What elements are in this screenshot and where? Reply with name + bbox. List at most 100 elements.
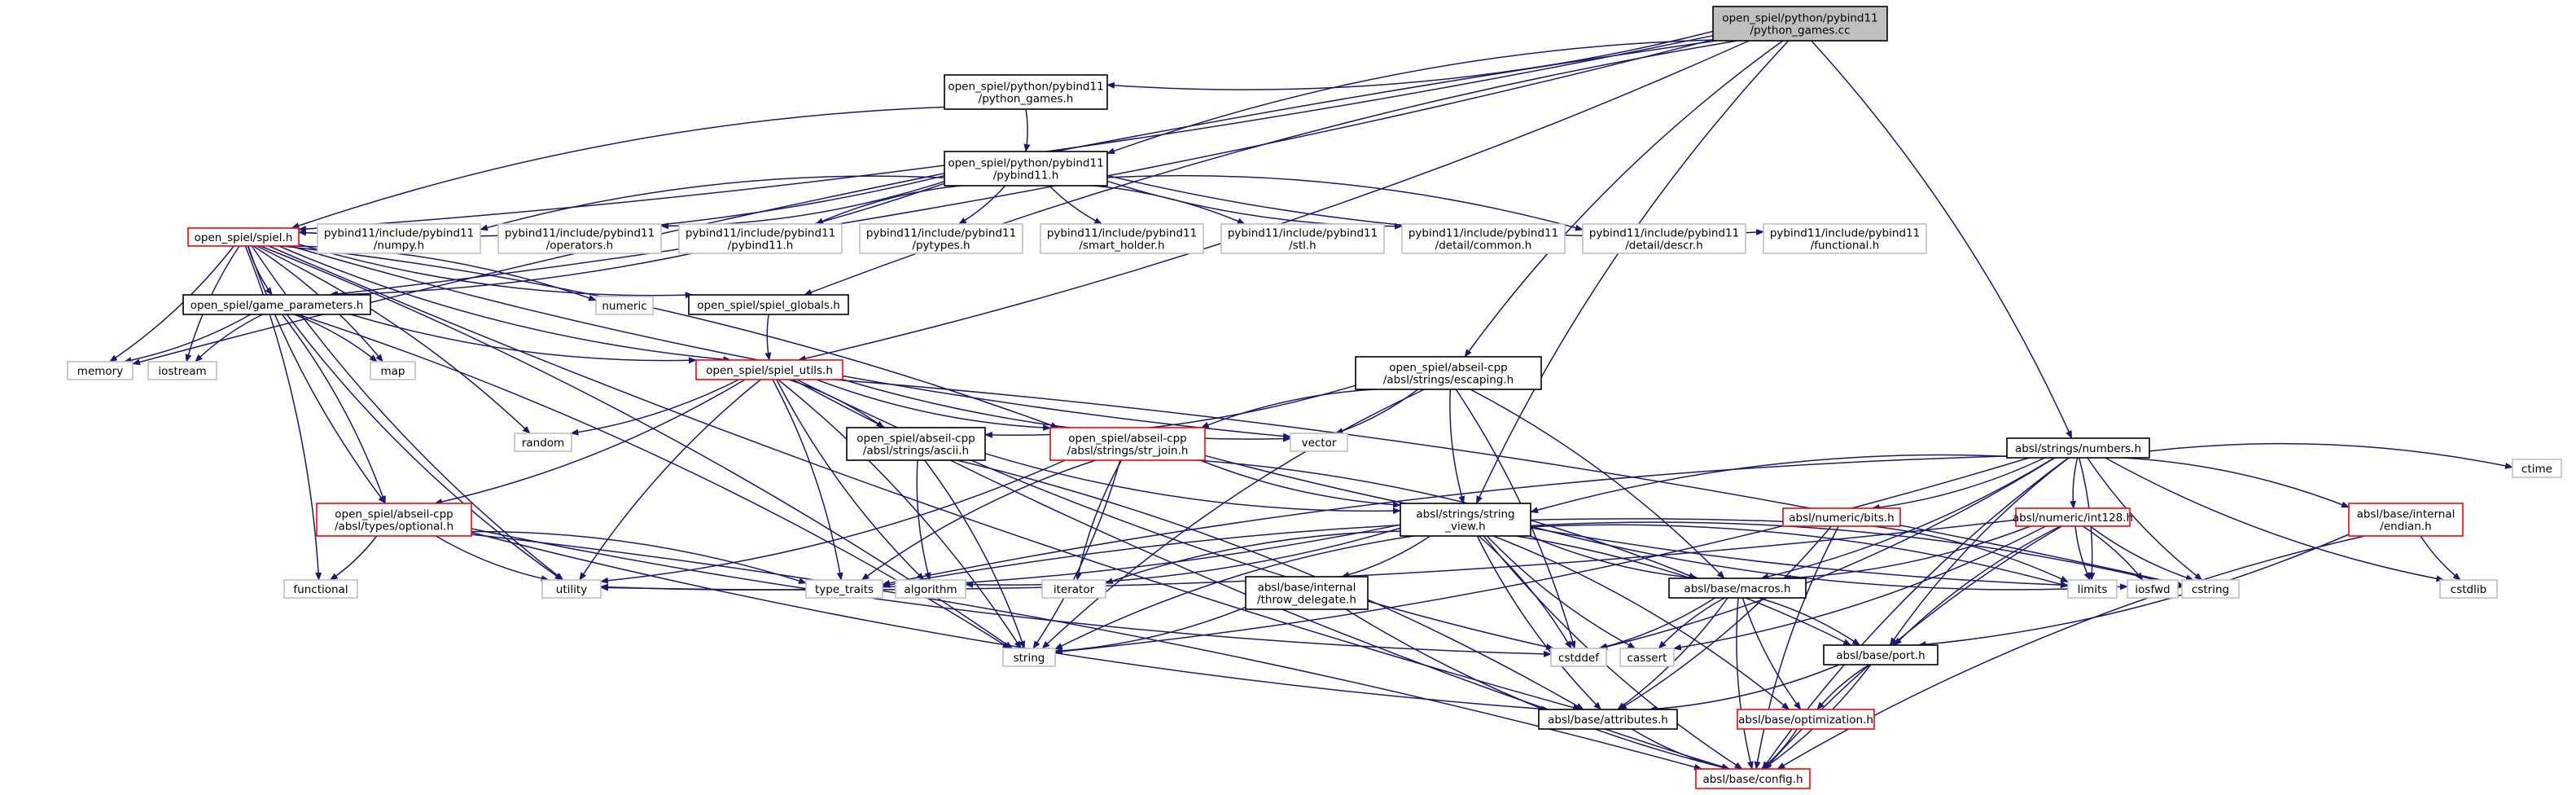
edge-numbers-to-macros [1760,457,2055,580]
node-box [2181,579,2240,599]
node-numbers[interactable]: absl/strings/numbers.h [2006,437,2150,459]
node-globals[interactable]: open_spiel/spiel_globals.h [688,294,849,315]
edge-str_join-to-type_traits [861,459,1097,581]
node-label: absl/base/internal [2357,508,2456,521]
node-label: random [522,437,564,450]
edge-escaping-to-macros [1470,389,1725,579]
edge-root-to-game_params [329,38,1714,297]
node-string[interactable]: string [1002,648,1056,667]
edge-numbers-to-cstdlib [2105,457,2445,582]
node-box [1290,433,1348,452]
node-pyb-h[interactable]: open_spiel/python/pybind11/pybind11.h [944,151,1108,187]
node-cassert[interactable]: cassert [1619,648,1675,667]
node-optional[interactable]: open_spiel/abseil-cpp/absl/types/optiona… [316,503,472,537]
node-label: /detail/common.h [1435,239,1532,253]
node-label: vector [1302,437,1337,450]
node-port[interactable]: absl/base/port.h [1823,644,1939,665]
node-label: pybind11/include/pybind11 [505,227,655,240]
node-label: /stl.h [1289,239,1316,253]
node-label: pybind11/include/pybind11 [866,227,1016,240]
node-label: /pybind11.h [728,239,794,253]
node-functional-h[interactable]: pybind11/include/pybind11/functional.h [1763,223,1927,254]
node-box [846,427,986,461]
edge-endian-to-port [1917,534,2350,648]
edge-spiel_h-to-str_join [281,245,1059,428]
node-macros[interactable]: absl/base/macros.h [1668,578,1807,599]
node-str-join[interactable]: open_spiel/abseil-cpp/absl/strings/str_j… [1049,427,1206,461]
node-iostream[interactable]: iostream [147,361,217,380]
node-box [895,579,966,599]
node-cstddef[interactable]: cstddef [1550,648,1607,667]
node-attributes[interactable]: absl/base/attributes.h [1538,709,1678,730]
node-throw-delegate[interactable]: absl/base/internal/throw_delegate.h [1245,576,1369,610]
node-ascii[interactable]: open_spiel/abseil-cpp/absl/strings/ascii… [846,427,986,461]
node-functional[interactable]: functional [283,579,358,599]
node-label: /operators.h [546,239,614,253]
node-numeric-bits[interactable]: absl/numeric/bits.h [1782,507,1901,527]
edge-root-to-pg_h [1106,30,1714,90]
node-random[interactable]: random [514,433,572,452]
node-optimization[interactable]: absl/base/optimization.h [1737,709,1875,730]
edge-string_view-to-limits [1530,524,2069,588]
edge-ascii-to-string [924,459,1026,649]
node-spiel-h[interactable]: open_spiel/spiel.h [187,227,300,247]
node-pg-h[interactable]: open_spiel/python/pybind11/python_games.… [944,74,1108,110]
node-operators[interactable]: pybind11/include/pybind11/operators.h [497,223,662,254]
node-algorithm[interactable]: algorithm [895,579,966,599]
node-descr[interactable]: pybind11/include/pybind11/detail/descr.h [1582,223,1746,254]
edge-numbers-to-cstddef [1599,457,2056,650]
node-spiel-utils[interactable]: open_spiel/spiel_utils.h [695,359,843,380]
node-label: map [381,365,405,378]
node-game-params[interactable]: open_spiel/game_parameters.h [182,294,371,315]
node-stl[interactable]: pybind11/include/pybind11/stl.h [1220,223,1385,254]
node-smart-holder[interactable]: pybind11/include/pybind11/smart_holder.h [1040,223,1204,254]
node-numeric[interactable]: numeric [595,296,654,315]
edge-macros-to-optimization [1741,597,1802,710]
node-label: pybind11/include/pybind11 [686,227,835,240]
node-box [695,359,843,380]
edge-spiel_utils-to-algorithm [776,379,925,581]
node-box [1002,648,1056,667]
node-map[interactable]: map [370,361,416,380]
node-type-traits[interactable]: type_traits [805,579,883,599]
node-pytypes[interactable]: pybind11/include/pybind11/pytypes.h [859,223,1023,254]
edge-pyb_h-to-common [1106,180,1403,230]
edge-int128-to-macros [1782,525,2031,582]
edge-numbers-to-numeric_bits [1871,457,2045,511]
node-label: open_spiel/abseil-cpp [1068,433,1187,446]
node-box [1712,6,1888,42]
node-label: pybind11/include/pybind11 [1047,227,1197,240]
edge-spiel_utils-to-str_join [816,379,1051,431]
node-label: open_spiel/abseil-cpp [335,508,453,521]
node-numpy[interactable]: pybind11/include/pybind11/numpy.h [317,223,481,254]
node-iterator[interactable]: iterator [1041,579,1106,599]
node-limits[interactable]: limits [2067,579,2118,599]
node-box [1220,223,1385,254]
node-iosfwd[interactable]: iosfwd [2127,579,2179,599]
node-cstring[interactable]: cstring [2181,579,2240,599]
edge-int128-to-limits [2074,525,2091,581]
node-common[interactable]: pybind11/include/pybind11/detail/common.… [1401,223,1566,254]
node-utility[interactable]: utility [541,579,602,599]
node-label: absl/base/attributes.h [1548,714,1668,727]
node-config[interactable]: absl/base/config.h [1695,768,1811,789]
node-int128[interactable]: absl/numeric/int128.h [2013,507,2133,527]
edge-port-to-optimization [1816,664,1870,710]
node-memory[interactable]: memory [67,361,134,380]
node-pybind11h[interactable]: pybind11/include/pybind11/pybind11.h [678,223,843,254]
node-escaping[interactable]: open_spiel/abseil-cpp/absl/strings/escap… [1355,356,1542,390]
edge-throw_delegate-to-string [1054,606,1246,654]
node-ctime[interactable]: ctime [2512,459,2562,478]
node-endian[interactable]: absl/base/internal/endian.h [2348,503,2464,537]
node-box [2006,437,2150,459]
edge-pyb_h-to-stl [1093,185,1246,225]
node-vector[interactable]: vector [1290,433,1348,452]
node-box [317,223,481,254]
node-label: pybind11/include/pybind11 [1770,227,1920,240]
node-string-view[interactable]: absl/strings/string_view.h [1400,503,1531,537]
edge-string_view-to-cassert [1486,535,1636,649]
node-cstdlib[interactable]: cstdlib [2439,579,2498,599]
node-label: cassert [1628,652,1667,665]
edge-root-to-spiel_h [298,34,1714,233]
node-box [1355,356,1542,390]
